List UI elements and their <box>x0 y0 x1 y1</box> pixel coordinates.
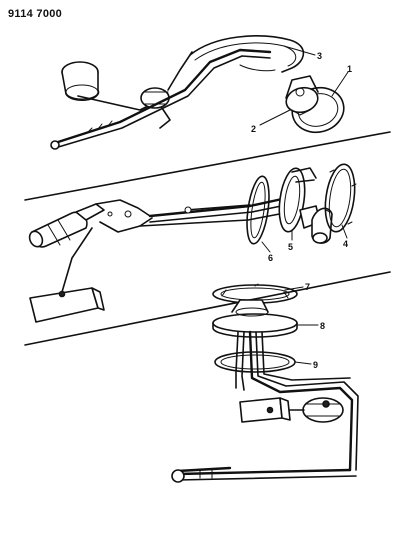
callout-5: 5 <box>288 242 293 252</box>
tubes-middle <box>139 194 298 227</box>
float-arm-middle <box>61 227 93 293</box>
callout-labels: 1 2 3 4 5 6 7 8 9 <box>251 51 352 370</box>
filter-sock-middle <box>28 211 88 248</box>
callout-3: 3 <box>317 51 322 61</box>
bottom-assembly <box>171 283 359 483</box>
float-top <box>61 61 100 102</box>
callout-9: 9 <box>313 360 318 370</box>
callout-2: 2 <box>251 124 256 134</box>
callout-8: 8 <box>320 321 325 331</box>
middle-assembly <box>28 163 357 323</box>
tube-top <box>50 48 272 150</box>
outlet-middle <box>311 207 333 244</box>
flange-bottom <box>212 299 298 338</box>
callout-6: 6 <box>268 253 273 263</box>
section-dividers <box>24 131 391 346</box>
pump-bracket-middle <box>75 199 153 233</box>
callout-4: 4 <box>343 239 348 249</box>
divider-top <box>24 131 391 201</box>
pickup-tube-bottom <box>171 466 357 483</box>
float-bottom <box>239 397 291 423</box>
gasket-middle <box>246 175 270 245</box>
document-number: 9114 7000 <box>8 8 63 20</box>
gasket-bottom <box>214 351 296 373</box>
callout-1: 1 <box>347 64 352 74</box>
callout-7: 7 <box>305 282 310 292</box>
leader-lines <box>259 45 349 365</box>
divider-bottom <box>24 271 391 346</box>
float-middle <box>29 287 105 323</box>
sender-body-top <box>140 51 193 129</box>
top-assembly <box>50 35 345 150</box>
flange-assembly-top <box>285 75 345 134</box>
lock-ring-middle <box>324 163 357 233</box>
float-arm-top <box>77 95 151 111</box>
tubes-bottom <box>235 330 359 472</box>
